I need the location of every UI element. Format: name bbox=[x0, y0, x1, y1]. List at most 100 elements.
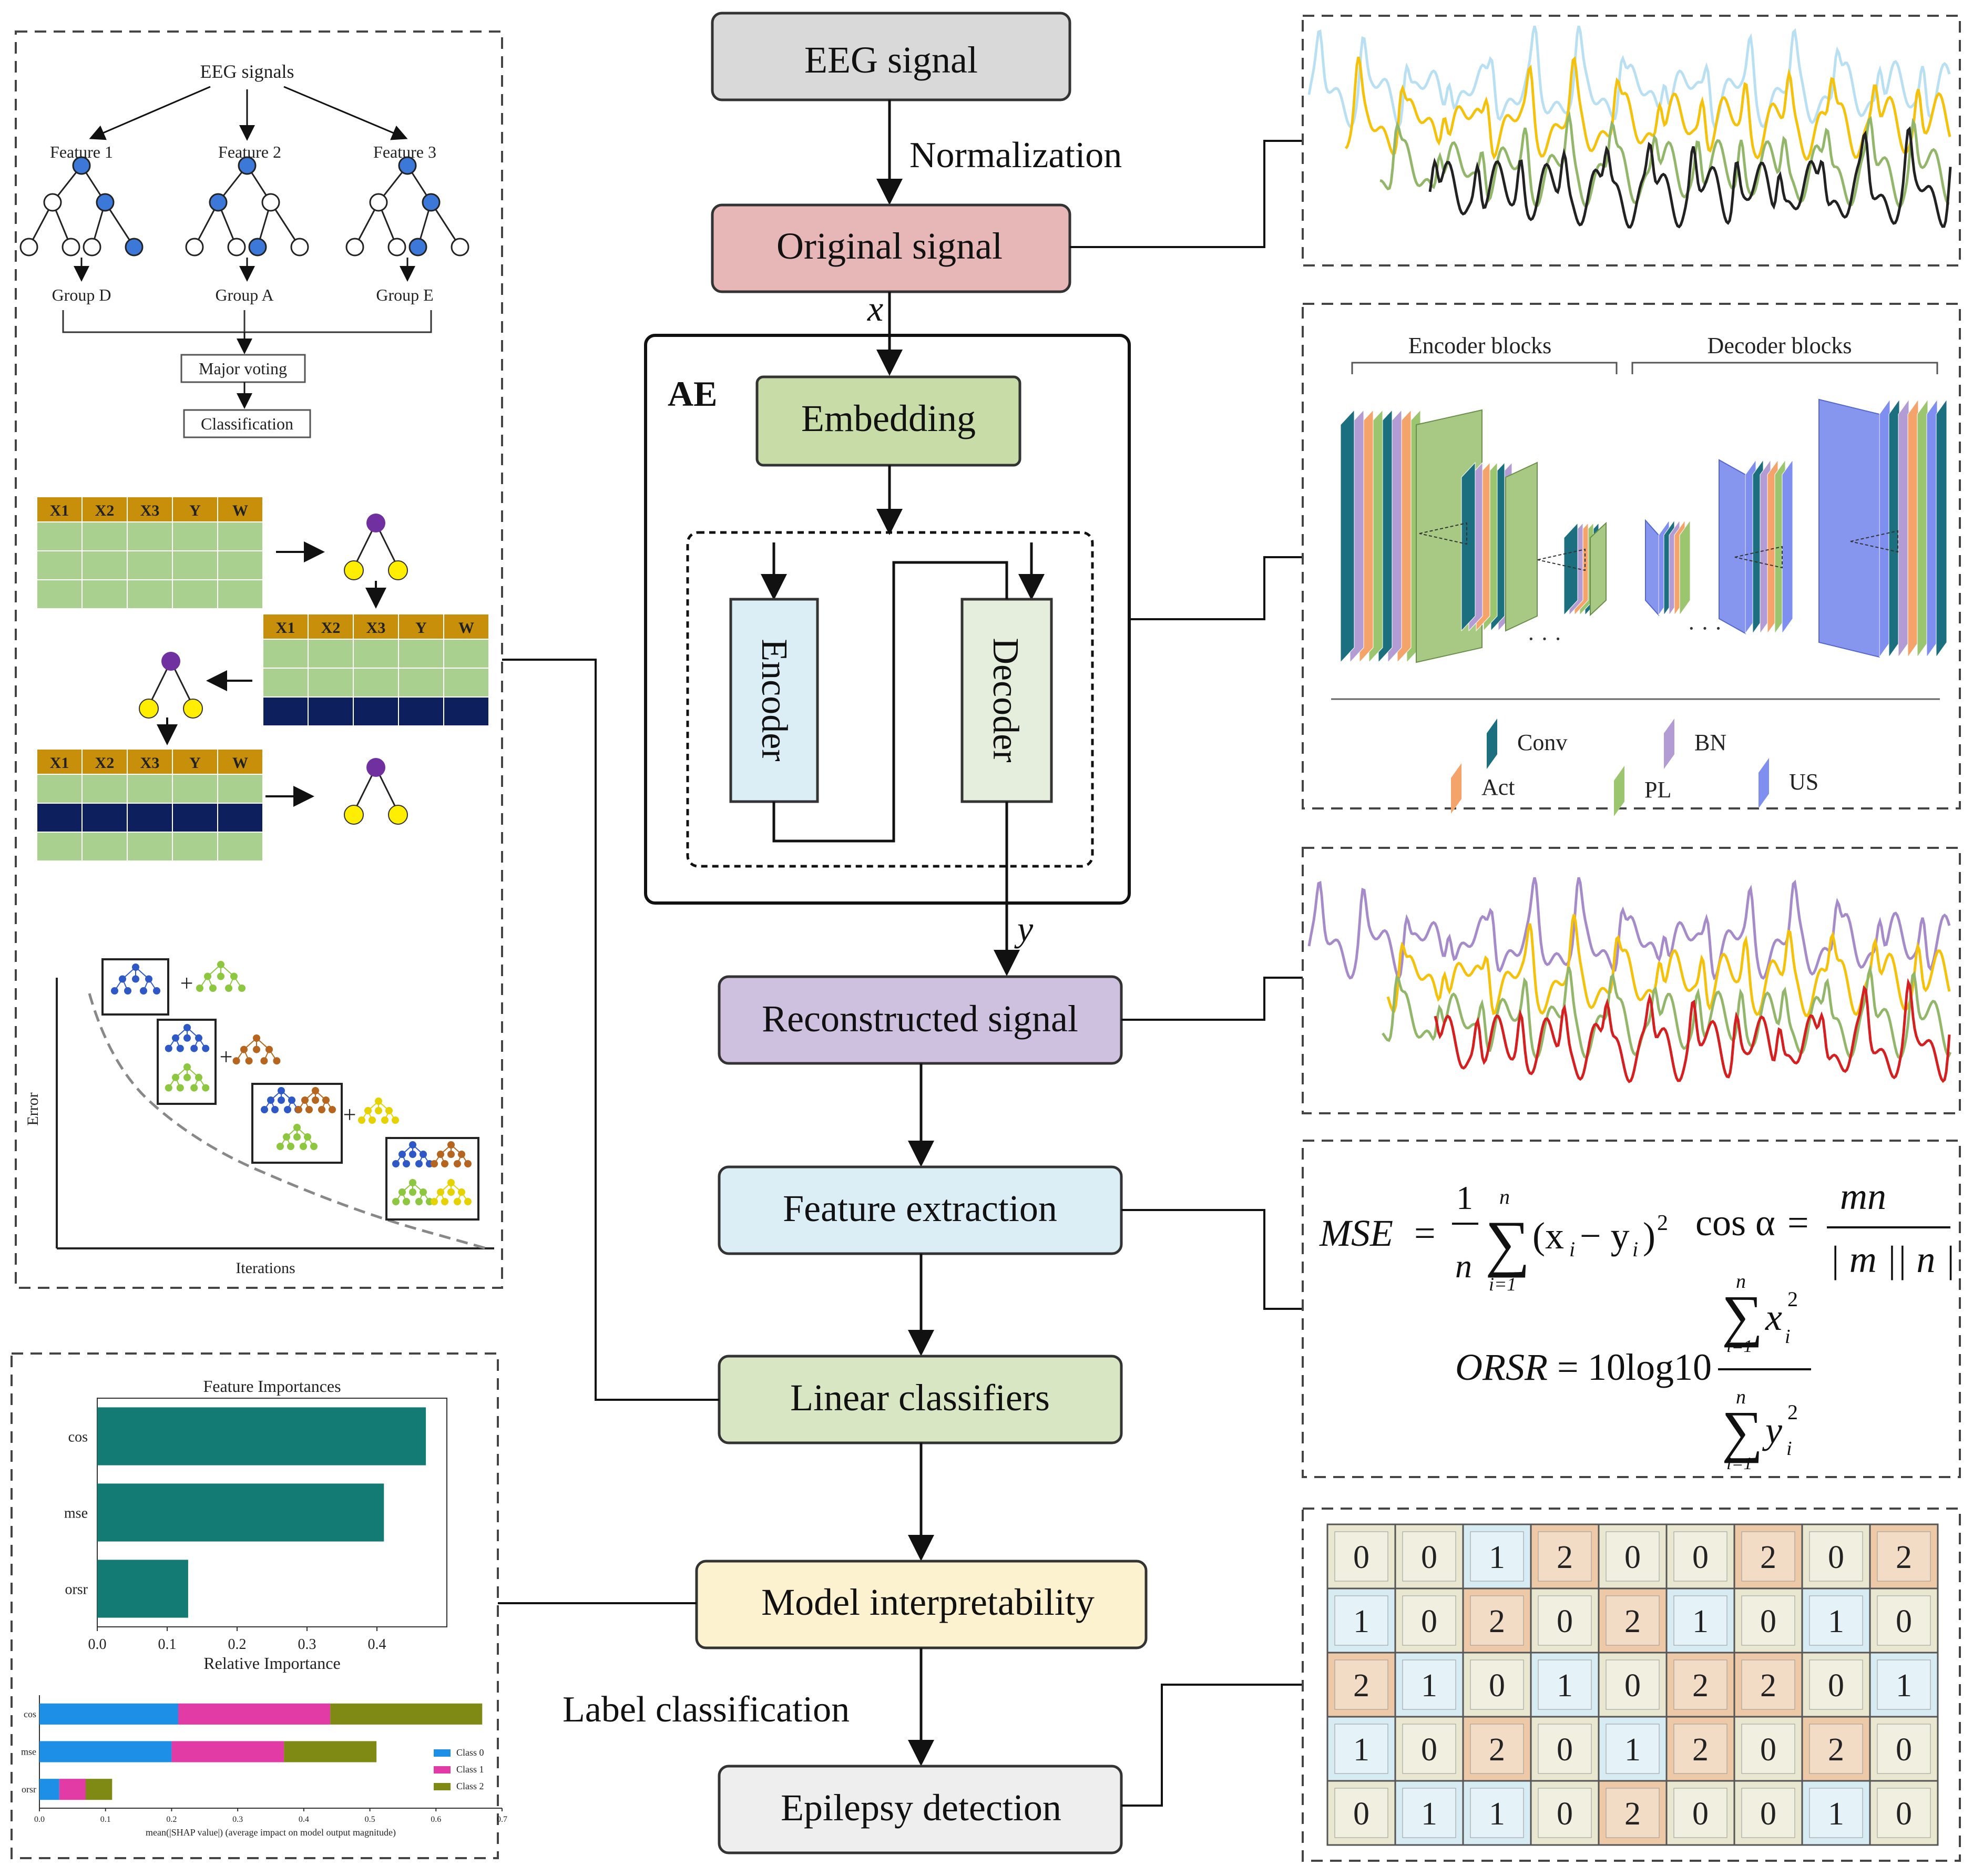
tree-node bbox=[261, 1106, 268, 1113]
linear-classifiers-label: Linear classifiers bbox=[790, 1377, 1050, 1419]
tree-node bbox=[420, 1151, 427, 1158]
tree-node bbox=[293, 1133, 301, 1141]
decoder-layer-stack-2-front bbox=[1719, 459, 1746, 634]
tree-node bbox=[420, 1188, 427, 1196]
table-cell bbox=[81, 550, 128, 580]
label-cell-bevel bbox=[1402, 1724, 1456, 1774]
label-cell-value: 2 bbox=[1557, 1540, 1573, 1575]
label-cell-value: 0 bbox=[1760, 1732, 1776, 1768]
shap-x-tick: 0.3 bbox=[232, 1815, 243, 1824]
label-cell bbox=[1326, 1652, 1396, 1718]
label-cell bbox=[1801, 1716, 1871, 1782]
tree-leaf-node bbox=[183, 699, 203, 719]
label-cell bbox=[1665, 1523, 1735, 1590]
label-cell-value: 1 bbox=[1353, 1604, 1369, 1639]
tree-node bbox=[385, 1107, 393, 1114]
shap-legend-swatch bbox=[434, 1749, 451, 1757]
shap-legend-swatch bbox=[434, 1783, 451, 1790]
label-cell-value: 0 bbox=[1421, 1732, 1437, 1768]
label-cell bbox=[1598, 1652, 1668, 1718]
label-cell bbox=[1801, 1523, 1871, 1590]
label-cell-value: 1 bbox=[1557, 1668, 1573, 1704]
tree-root-node bbox=[161, 652, 180, 671]
table-cell bbox=[217, 579, 263, 609]
pipeline-flow: EEG signal Normalization Original signal… bbox=[563, 12, 1148, 1854]
tree-node bbox=[202, 1084, 210, 1092]
waveform-green bbox=[1379, 110, 1950, 208]
table-column-label: X3 bbox=[366, 619, 386, 637]
tree-node bbox=[301, 1096, 309, 1104]
tree-node bbox=[145, 975, 152, 983]
tree-node bbox=[408, 238, 427, 257]
reconstructed-signal-waveforms bbox=[1307, 877, 1952, 1083]
epilepsy-detection-label: Epilepsy detection bbox=[781, 1787, 1061, 1829]
tree-node bbox=[447, 1179, 455, 1186]
legend-label-conv: Conv bbox=[1517, 730, 1567, 755]
label-cell bbox=[1869, 1523, 1939, 1590]
y-variable-label: y bbox=[1014, 909, 1034, 949]
tree-node bbox=[278, 1096, 285, 1104]
tree-node bbox=[447, 1141, 455, 1149]
ae-architecture-panel bbox=[1302, 303, 1961, 809]
tree-node bbox=[165, 1084, 172, 1092]
tree-node bbox=[358, 1116, 365, 1124]
eeg-signal-label: EEG signal bbox=[804, 39, 978, 81]
normalization-label: Normalization bbox=[909, 135, 1122, 176]
table-cell bbox=[127, 774, 173, 804]
conv-kernel-cone bbox=[1850, 530, 1898, 553]
table-cell bbox=[308, 639, 354, 669]
legend-swatch-pl bbox=[1614, 766, 1624, 816]
label-cell bbox=[1801, 1587, 1871, 1654]
svg-text:− y: − y bbox=[1580, 1215, 1630, 1257]
table-cell bbox=[217, 521, 263, 551]
label-cell-bevel bbox=[1538, 1531, 1592, 1582]
rf-feature-3-label: Feature 3 bbox=[373, 142, 436, 161]
label-cell-bevel bbox=[1334, 1724, 1388, 1774]
table-column-label: W bbox=[232, 754, 248, 772]
tree-node bbox=[253, 1034, 260, 1042]
interpretability-panel bbox=[11, 1352, 499, 1859]
table-column-label: X1 bbox=[50, 502, 69, 519]
svg-text:i=1: i=1 bbox=[1726, 1337, 1752, 1356]
tree-frame bbox=[157, 1019, 217, 1105]
legend-swatch-us bbox=[1759, 758, 1769, 808]
label-cell-value: 0 bbox=[1557, 1604, 1573, 1639]
shap-bar-mse bbox=[171, 1741, 284, 1762]
label-cell-value: 0 bbox=[1421, 1540, 1437, 1575]
tree-leaf-node bbox=[139, 699, 159, 719]
tree-node bbox=[96, 193, 115, 212]
fi-x-tick: 0.2 bbox=[228, 1636, 247, 1653]
tree-node bbox=[209, 193, 228, 212]
rf-feature-1-label: Feature 1 bbox=[50, 142, 113, 161]
label-cell-bevel bbox=[1538, 1724, 1592, 1774]
table-column-label: W bbox=[458, 619, 474, 637]
tree-node bbox=[454, 1198, 461, 1205]
label-cell bbox=[1326, 1587, 1396, 1654]
label-cell-bevel bbox=[1470, 1595, 1524, 1646]
svg-text:x: x bbox=[1765, 1296, 1782, 1338]
table-column-label: X3 bbox=[140, 754, 160, 772]
label-cell-value: 2 bbox=[1760, 1540, 1776, 1575]
label-cell-value: 0 bbox=[1624, 1540, 1641, 1575]
shap-category-label: orsr bbox=[22, 1784, 36, 1795]
tree-leaf-node bbox=[388, 560, 408, 580]
label-cell-bevel bbox=[1402, 1531, 1456, 1582]
shap-x-tick: 0.1 bbox=[100, 1815, 111, 1824]
label-cell bbox=[1869, 1716, 1939, 1782]
tree-root-node bbox=[366, 514, 385, 532]
tree-node bbox=[267, 1096, 274, 1104]
x-variable-label: x bbox=[867, 289, 883, 329]
fi-x-tick: 0.3 bbox=[298, 1636, 316, 1653]
encoder-to-decoder-link bbox=[772, 561, 1008, 843]
table-header-cell bbox=[127, 749, 173, 775]
random-forest-illustration: EEG signals Feature 1 Feature 2 Feature … bbox=[19, 61, 469, 438]
label-cell-bevel bbox=[1606, 1531, 1660, 1582]
label-cell-bevel bbox=[1538, 1595, 1592, 1646]
label-cell-bevel bbox=[1741, 1595, 1795, 1646]
original-signal-waveform-panel bbox=[1302, 15, 1961, 266]
label-cell-value: 1 bbox=[1421, 1796, 1437, 1832]
table-cell bbox=[308, 668, 354, 698]
decoder-layer-stack-3 bbox=[1879, 398, 1890, 658]
table-cell bbox=[172, 550, 218, 580]
